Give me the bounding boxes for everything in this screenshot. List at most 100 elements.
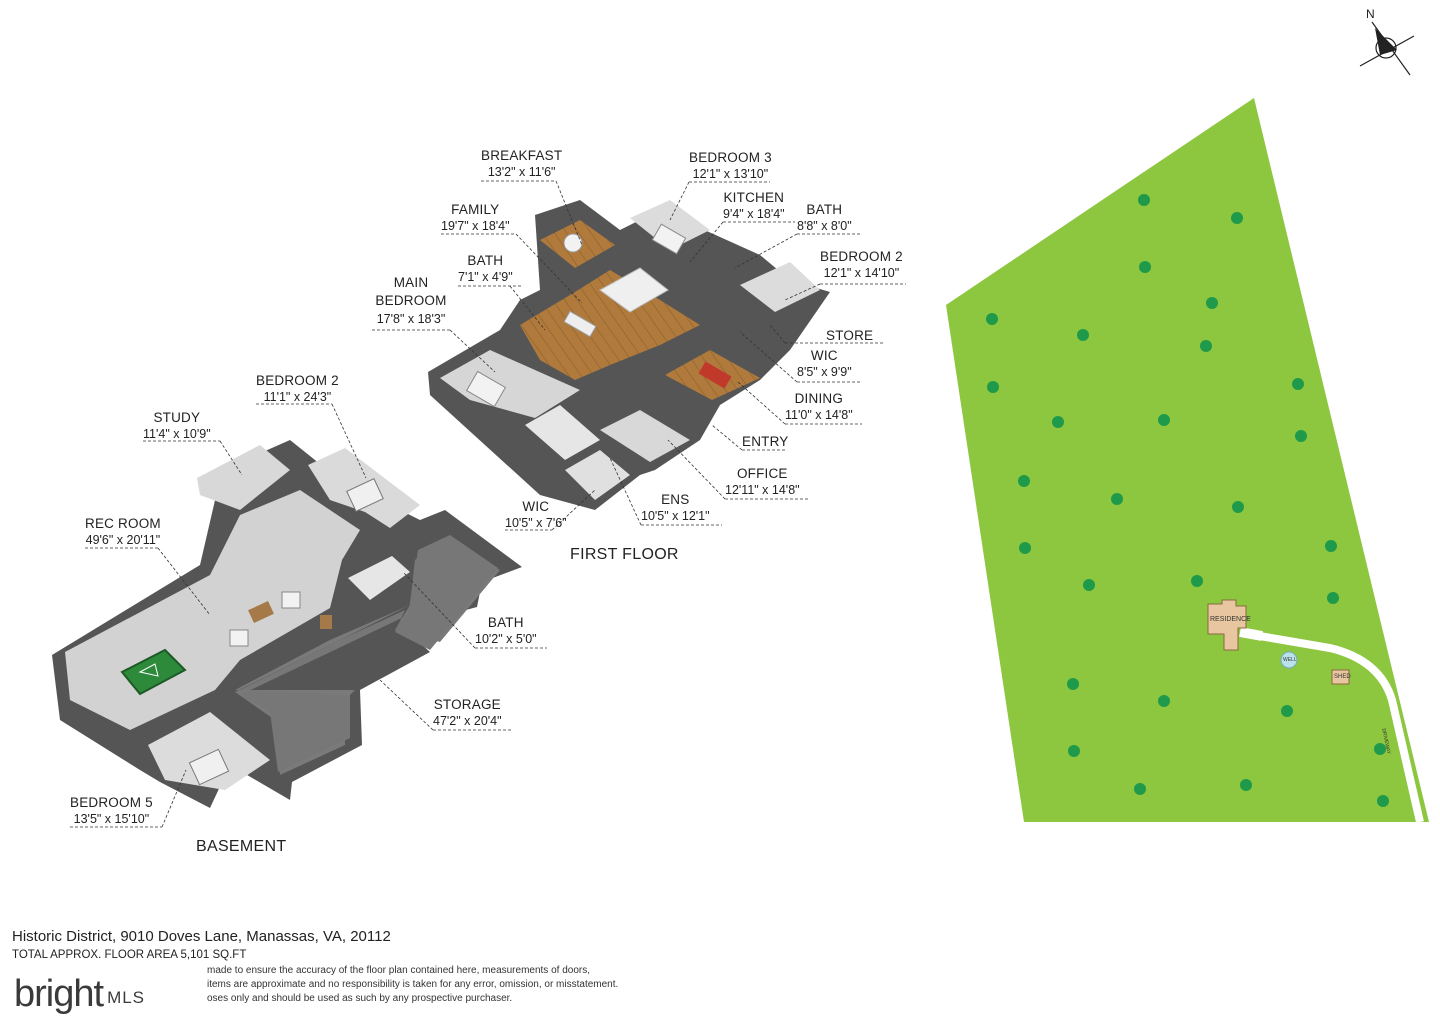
label-kitchen: KITCHEN 9'4" x 18'4": [723, 189, 785, 223]
tree-icon: [1374, 743, 1386, 755]
tree-icon: [1138, 194, 1150, 206]
armchair-2: [281, 591, 301, 609]
room-dims: 11'4" x 10'9": [143, 427, 211, 441]
room-dims: 19'7" x 18'4": [441, 219, 510, 233]
basement-bed-2: [346, 478, 384, 512]
room-name: BEDROOM 5: [70, 795, 153, 810]
bright-mls-logo: bright MLS: [10, 968, 162, 1014]
room-name: REC ROOM: [85, 516, 161, 531]
armchair: [229, 629, 249, 647]
tree-icon: [1134, 783, 1146, 795]
residence-label: RESIDENCE: [1210, 616, 1251, 623]
tree-icon: [1232, 501, 1244, 513]
tree-icon: [1158, 695, 1170, 707]
logo-suffix: MLS: [107, 988, 146, 1007]
room-dims: 8'8" x 8'0": [797, 219, 852, 233]
tree-icon: [1083, 579, 1095, 591]
storage-box: [320, 615, 332, 629]
logo-brand: bright: [14, 973, 104, 1015]
label-storage: STORAGE 47'2" x 20'4": [433, 696, 502, 730]
room-dims: 12'1" x 13'10": [692, 167, 769, 181]
room-name: BATH: [806, 202, 843, 217]
sofa: [563, 310, 597, 338]
wic-floor: [565, 450, 630, 500]
label-breakfast: BREAKFAST 13'2" x 11'6": [481, 147, 562, 181]
room-name: FAMILY: [451, 202, 500, 217]
label-first-wic: WIC 8'5" x 9'9": [797, 347, 852, 381]
label-entry: ENTRY: [742, 433, 789, 450]
shed-label: SHED: [1334, 674, 1351, 680]
room-dims: 11'1" x 24'3": [263, 390, 332, 404]
tree-icon: [1067, 678, 1079, 690]
bedroom3-bed: [651, 223, 687, 255]
label-study: STUDY 11'4" x 10'9": [143, 409, 211, 443]
tree-icon: [1200, 340, 1212, 352]
tree-icon: [987, 381, 999, 393]
compass-icon: [1359, 21, 1415, 76]
main-bed: [465, 370, 507, 408]
room-dims: 12'11" x 14'8": [725, 483, 800, 497]
pool-table: [120, 648, 187, 696]
room-name: BATH: [467, 253, 504, 268]
tree-icon: [1325, 540, 1337, 552]
room-name: ENTRY: [742, 434, 789, 449]
room-name: WIC: [810, 348, 838, 363]
label-basement-bath: BATH 10'2" x 5'0": [475, 614, 537, 648]
label-dining: DINING 11'0" x 14'8": [785, 390, 853, 424]
room-name: BEDROOM 3: [689, 150, 772, 165]
lot: [946, 98, 1429, 822]
room-name: BREAKFAST: [481, 148, 563, 163]
well-icon: [1280, 651, 1298, 669]
tree-icon: [1206, 297, 1218, 309]
disclaimer-line: oses only and should be used as such by …: [207, 993, 513, 1004]
compass-north-label: N: [1366, 7, 1375, 21]
basement-bath-floor: [348, 556, 410, 600]
dining-table: [698, 361, 732, 389]
room-dims: 49'6" x 20'11": [85, 533, 161, 547]
well-label: WELL: [1283, 657, 1297, 663]
disclaimer: made to ensure the accuracy of the floor…: [12, 964, 652, 1006]
room-dims: 13'2" x 11'6": [487, 165, 556, 179]
room-dims: 47'2" x 20'4": [433, 714, 502, 728]
total-floor-area: TOTAL APPROX. FLOOR AREA 5,101 SQ.FT: [12, 949, 247, 961]
room-dims: 12'1" x 14'10": [823, 266, 900, 280]
main-bedroom-floor: [440, 350, 580, 418]
residence-building: [1207, 599, 1247, 651]
room-name: WIC: [522, 499, 550, 514]
room-dims: 11'0" x 14'8": [785, 408, 853, 422]
first-bedroom2-floor: [740, 262, 820, 312]
study-floor: [197, 445, 290, 510]
label-rec-room: REC ROOM 49'6" x 20'11": [85, 515, 161, 549]
trees: [986, 194, 1389, 807]
tree-icon: [1281, 705, 1293, 717]
tree-icon: [1052, 416, 1064, 428]
tree-icon: [1191, 575, 1203, 587]
label-family: FAMILY 19'7" x 18'4": [441, 201, 510, 235]
bedroom3-floor: [630, 200, 710, 250]
storage-floor-main: [240, 535, 498, 772]
tree-icon: [1018, 475, 1030, 487]
disclaimer-line: items are approximate and no responsibil…: [207, 979, 619, 990]
label-first-bath: BATH 8'8" x 8'0": [797, 201, 852, 235]
tree-icon: [1068, 745, 1080, 757]
tree-icon: [1231, 212, 1243, 224]
label-office: OFFICE 12'11" x 14'8": [725, 465, 800, 499]
room-name: STUDY: [153, 410, 201, 425]
room-dims: 17'8" x 18'3": [376, 312, 446, 326]
room-name: STORAGE: [433, 697, 501, 712]
bedroom5-bed: [188, 748, 230, 786]
driveway: [1239, 627, 1424, 823]
room-name: BATH: [487, 615, 524, 630]
basement-title: BASEMENT: [196, 838, 287, 855]
tree-icon: [1077, 329, 1089, 341]
room-dims: 8'5" x 9'9": [797, 365, 852, 379]
room-name: KITCHEN: [723, 190, 785, 205]
tree-icon: [1295, 430, 1307, 442]
tree-icon: [1139, 261, 1151, 273]
label-main-bedroom: MAIN BEDROOM 17'8" x 18'3": [372, 274, 450, 328]
label-first-bedroom2: BEDROOM 2 12'1" x 14'10": [820, 248, 903, 282]
tree-icon: [1292, 378, 1304, 390]
room-dims: 13'5" x 15'10": [73, 812, 150, 826]
